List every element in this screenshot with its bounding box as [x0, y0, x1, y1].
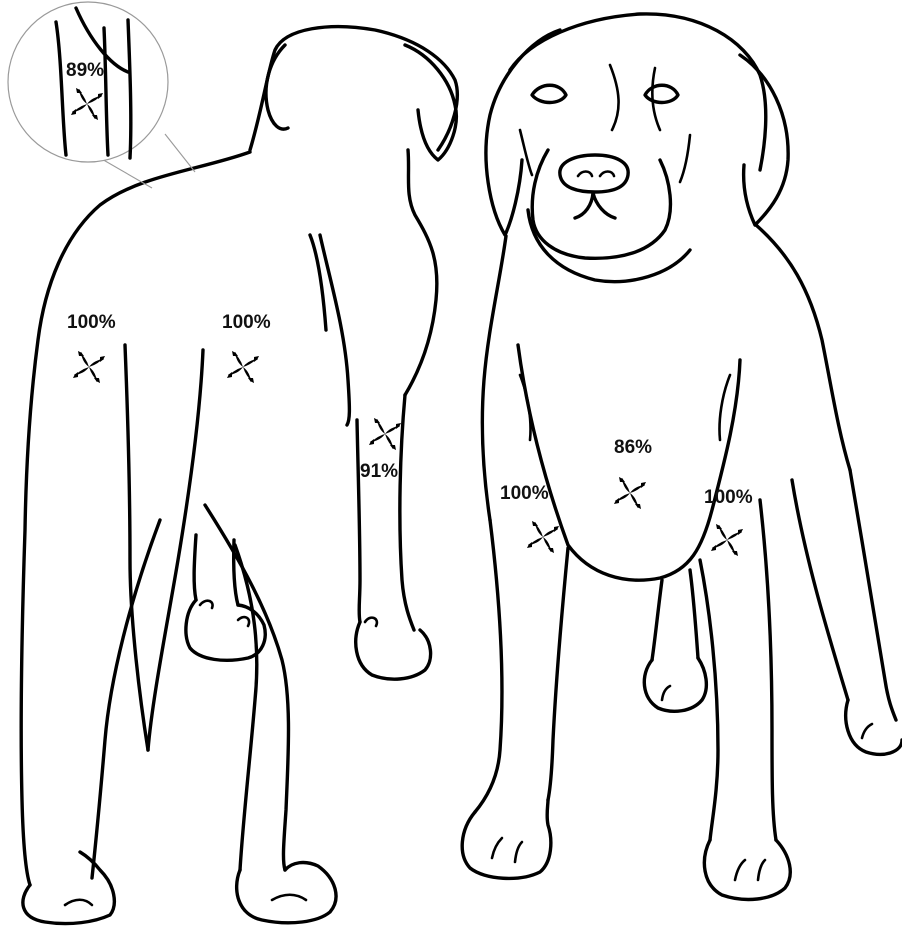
rear-left-thigh-percentage: 100%	[67, 312, 116, 333]
inset-leader-line-1	[165, 134, 195, 172]
front-left-leg-percentage: 100%	[500, 483, 549, 504]
radiating-arrows-icon	[711, 524, 743, 556]
radiating-arrows-icon	[369, 418, 401, 450]
zoom-circle-icon	[8, 2, 168, 162]
radiating-arrows-icon	[614, 477, 646, 509]
rear-right-thigh-percentage: 100%	[222, 312, 271, 333]
front-right-leg-percentage: 100%	[704, 487, 753, 508]
radiating-arrows-icon	[227, 351, 259, 383]
magnifier-inset: 89%	[8, 2, 195, 188]
sweat-labels: 100% 100% 91% 100% 86% 100%	[67, 312, 753, 556]
radiating-arrows-icon	[73, 351, 105, 383]
inset-leg-percentage: 89%	[66, 60, 104, 81]
chest-percentage: 86%	[614, 437, 652, 458]
inset-leader-line-2	[100, 158, 152, 188]
front-view-dog	[462, 14, 902, 900]
rear-hock-percentage: 91%	[360, 461, 398, 482]
radiating-arrows-icon	[527, 521, 559, 553]
